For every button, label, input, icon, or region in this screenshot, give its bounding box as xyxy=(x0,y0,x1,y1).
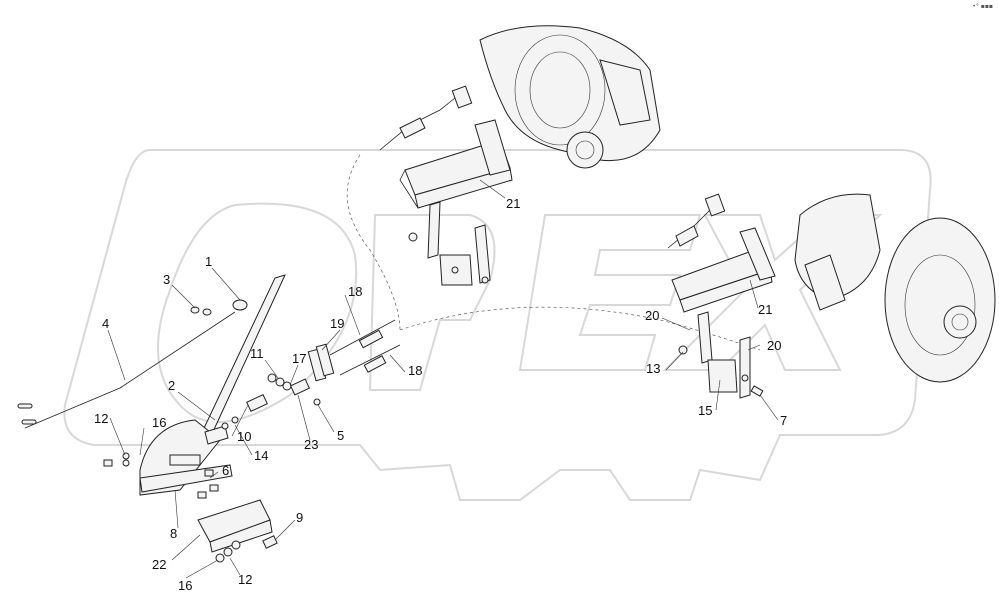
label-12b: 12 xyxy=(238,572,252,587)
label-17: 17 xyxy=(292,351,306,366)
bracket-lower xyxy=(103,452,278,563)
bracket-21-lower xyxy=(671,227,776,313)
front-axle-hub xyxy=(794,193,996,383)
label-11: 11 xyxy=(250,346,264,361)
washer xyxy=(202,308,212,316)
label-10: 10 xyxy=(237,429,251,444)
levers-upper xyxy=(408,201,491,286)
label-22: 22 xyxy=(152,557,166,572)
control-cable xyxy=(17,311,236,429)
label-1: 1 xyxy=(205,254,212,269)
label-6: 6 xyxy=(222,463,229,478)
label-21b: 21 xyxy=(758,302,772,317)
label-3: 3 xyxy=(163,272,170,287)
leader-lines xyxy=(107,179,779,579)
label-12a: 12 xyxy=(94,411,108,426)
label-19: 19 xyxy=(330,316,344,331)
cable-route xyxy=(399,306,761,351)
cable-route xyxy=(346,154,401,331)
watermark-logo xyxy=(63,149,932,501)
label-15: 15 xyxy=(698,403,712,418)
label-23: 23 xyxy=(304,437,318,452)
label-16b: 16 xyxy=(178,578,192,593)
label-5: 5 xyxy=(337,428,344,443)
label-18a: 18 xyxy=(348,284,362,299)
label-20b: 20 xyxy=(767,338,781,353)
ring xyxy=(232,299,248,311)
bracket-21-upper xyxy=(399,119,513,209)
sensor-upper xyxy=(379,85,473,151)
label-20a: 20 xyxy=(645,308,659,323)
label-18b: 18 xyxy=(408,363,422,378)
rear-axle-housing xyxy=(479,25,661,169)
fasteners-center xyxy=(221,373,321,430)
corner-mark: •° ▪▪▪ xyxy=(972,3,993,10)
washer xyxy=(190,306,200,314)
label-9: 9 xyxy=(296,510,303,525)
label-21a: 21 xyxy=(506,196,520,211)
linkage-rods xyxy=(307,319,401,382)
label-2: 2 xyxy=(168,378,175,393)
label-14: 14 xyxy=(254,448,268,463)
levers-lower xyxy=(678,311,764,399)
label-13: 13 xyxy=(646,361,660,376)
label-4: 4 xyxy=(102,316,109,331)
part-labels: 1 3 4 2 11 17 18 19 18 21 21 20 20 13 15… xyxy=(94,196,787,593)
label-16a: 16 xyxy=(152,415,166,430)
label-7: 7 xyxy=(780,413,787,428)
label-8: 8 xyxy=(170,526,177,541)
sensor-lower xyxy=(667,193,726,249)
